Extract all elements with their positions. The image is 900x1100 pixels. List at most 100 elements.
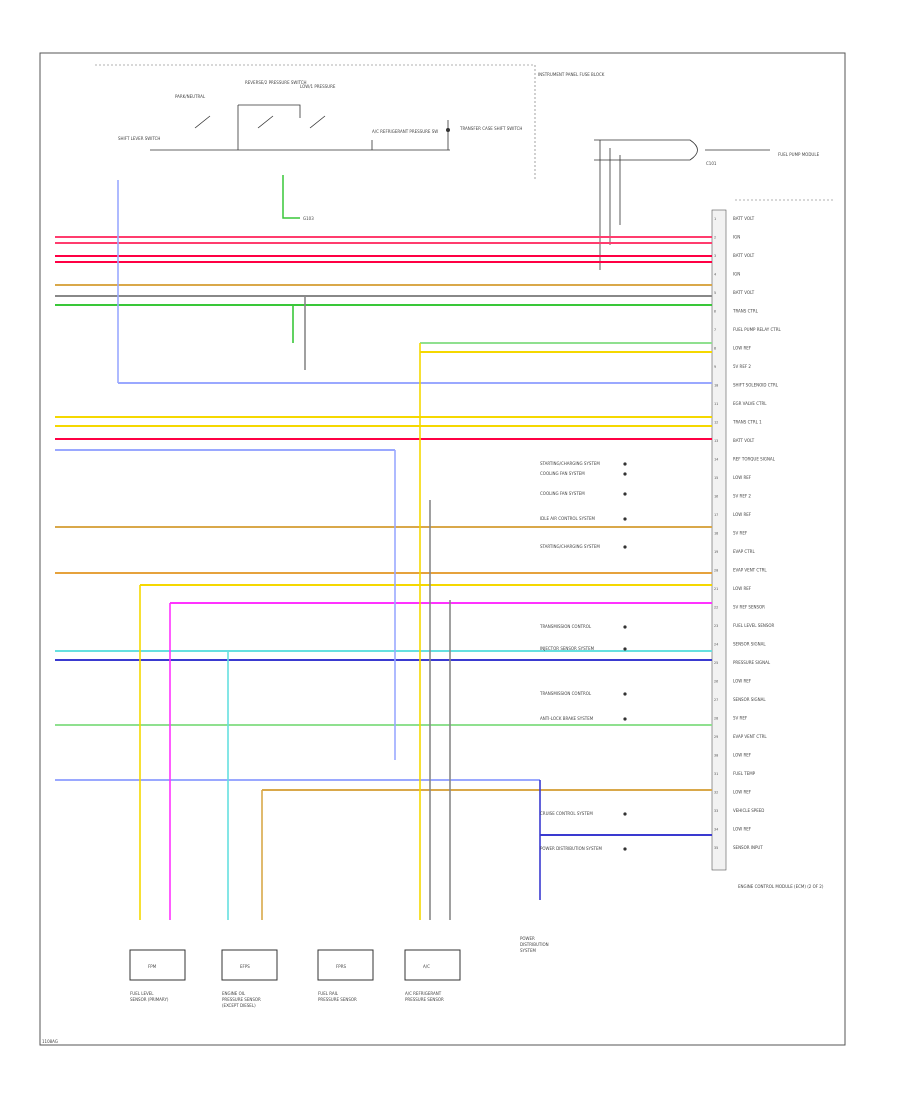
pin-number: 34 [714, 828, 718, 832]
side-system-label: COOLING FAN SYSTEM [540, 491, 585, 496]
pin-label: EVAP VENT CTRL [733, 734, 767, 739]
sensor-box [129, 949, 186, 981]
pin-number: 4 [714, 273, 716, 277]
pin-label: 5V REF SENSOR [733, 605, 765, 610]
pin-label: VEHICLE SPEED [733, 808, 764, 813]
fuel-pump-relay: C101 FUEL PUMP MODULE [594, 139, 820, 270]
diagram-frame [39, 52, 846, 1046]
ground-symbol: G103 [282, 175, 314, 221]
pin-number: 35 [714, 846, 718, 850]
sensor-label: SENSOR (PRIMARY) [130, 997, 169, 1002]
pin-label: FUEL LEVEL SENSOR [733, 623, 775, 628]
fuel-pump-module-label: FUEL PUMP MODULE [778, 152, 820, 157]
pin-label: LOW REF [733, 679, 752, 684]
connector-dot [623, 517, 627, 521]
low-switch-label: LOW/1 PRESSURE [300, 84, 336, 89]
park-neutral-label: PARK/NEUTRAL [175, 94, 206, 99]
connector-dot [623, 625, 627, 629]
diagram-id: 1108AG [42, 1039, 58, 1044]
connector-dot [623, 717, 627, 721]
pin-label: EVAP CTRL [733, 549, 755, 554]
pin-number: 17 [714, 513, 718, 517]
pin-number: 30 [714, 754, 718, 758]
ip-fuse-block-label: INSTRUMENT PANEL FUSE BLOCK [538, 72, 605, 77]
sensor-label: SYSTEM [520, 948, 536, 953]
pin-label: FUEL PUMP RELAY CTRL [733, 327, 782, 332]
pin-number: 1 [714, 217, 716, 221]
sensor-box [317, 949, 374, 981]
pin-label: LOW REF [733, 586, 752, 591]
pin-number: 16 [714, 495, 718, 499]
pin-label: SENSOR SIGNAL [733, 697, 766, 702]
pin-number: 9 [714, 365, 716, 369]
pin-label: 5V REF 2 [733, 364, 751, 369]
pin-number: 33 [714, 809, 718, 813]
side-system-label: ANTI-LOCK BRAKE SYSTEM [540, 716, 594, 721]
pin-label: REF TORQUE SIGNAL [733, 457, 776, 462]
pin-label: SENSOR INPUT [733, 845, 763, 850]
pin-number: 25 [714, 661, 718, 665]
pin-label: 5V REF [733, 716, 748, 721]
pin-number: 21 [714, 587, 718, 591]
sensor-box [221, 949, 278, 981]
sensor-label: PRESSURE SENSOR [318, 997, 357, 1002]
pin-number: 13 [714, 439, 718, 443]
pin-label: BATT VOLT [733, 290, 755, 295]
pin-label: LOW REF [733, 512, 752, 517]
pin-label: EGR VALVE CTRL [733, 401, 767, 406]
transfer-case-switch-label: TRANSFER CASE SHIFT SWITCH [459, 126, 522, 131]
pin-number: 26 [714, 680, 718, 684]
pin-label: LOW REF [733, 475, 752, 480]
pin-number: 19 [714, 550, 718, 554]
pin-label: SHIFT SOLENOID CTRL [733, 383, 779, 388]
pin-number: 31 [714, 772, 718, 776]
svg-text:G103: G103 [303, 216, 314, 221]
sensor-label: PRESSURE SENSOR [222, 997, 261, 1002]
side-system-label: TRANSMISSION CONTROL [539, 624, 592, 629]
side-system-labels: STARTING/CHARGING SYSTEM COOLING FAN SYST… [539, 461, 627, 851]
pin-number: 6 [714, 310, 716, 314]
connector-dot [623, 647, 627, 651]
pin-label: BATT VOLT [733, 216, 755, 221]
sensor-label: (EXCEPT DIESEL) [222, 1003, 256, 1008]
pin-label: LOW REF [733, 827, 752, 832]
sensor-label: PRESSURE SENSOR [405, 997, 444, 1002]
ip-fuse-block-boundary [95, 64, 536, 180]
sensor-box [404, 949, 461, 981]
connector-dot [623, 692, 627, 696]
pin-label: LOW REF [733, 753, 752, 758]
pin-label: BATT VOLT [733, 253, 755, 258]
side-system-label: CRUISE CONTROL SYSTEM [540, 811, 593, 816]
pin-label: EVAP VENT CTRL [733, 568, 767, 573]
sensor-tag: FPM [148, 964, 157, 969]
sensor-label: POWER [520, 936, 535, 941]
pin-number: 28 [714, 717, 718, 721]
side-system-label: POWER DISTRIBUTION SYSTEM [540, 846, 602, 851]
pin-number: 2 [714, 236, 716, 240]
pin-label: IGN [733, 272, 740, 277]
pin-number: 15 [714, 476, 718, 480]
connector-dot [623, 847, 627, 851]
pin-label: FUEL TEMP [733, 771, 756, 776]
svg-text:C101: C101 [706, 161, 717, 166]
connector-dot [623, 492, 627, 496]
pin-label: IGN [733, 235, 740, 240]
sensor-label: DISTRIBUTION [520, 942, 549, 947]
pin-label: SENSOR SIGNAL [733, 642, 766, 647]
pin-number: 27 [714, 698, 718, 702]
pin-number: 7 [714, 328, 716, 332]
side-system-label: STARTING/CHARGING SYSTEM [540, 461, 600, 466]
side-system-label: IDLE AIR CONTROL SYSTEM [540, 516, 596, 521]
pin-number: 14 [714, 458, 718, 462]
sensor-label: FUEL LEVEL [130, 991, 154, 996]
pin-label: 5V REF [733, 531, 748, 536]
side-system-label: TRANSMISSION CONTROL [539, 691, 592, 696]
pin-label: 5V REF 2 [733, 494, 751, 499]
pin-label: LOW REF [733, 346, 752, 351]
pin-number: 10 [714, 384, 718, 388]
sensor-label: ENGINE OIL [222, 991, 246, 996]
sensor-tag: EFPS [240, 964, 250, 969]
sensor-label: A/C REFRIGERANT [405, 991, 442, 996]
pin-label: TRANS CTRL [732, 309, 759, 314]
